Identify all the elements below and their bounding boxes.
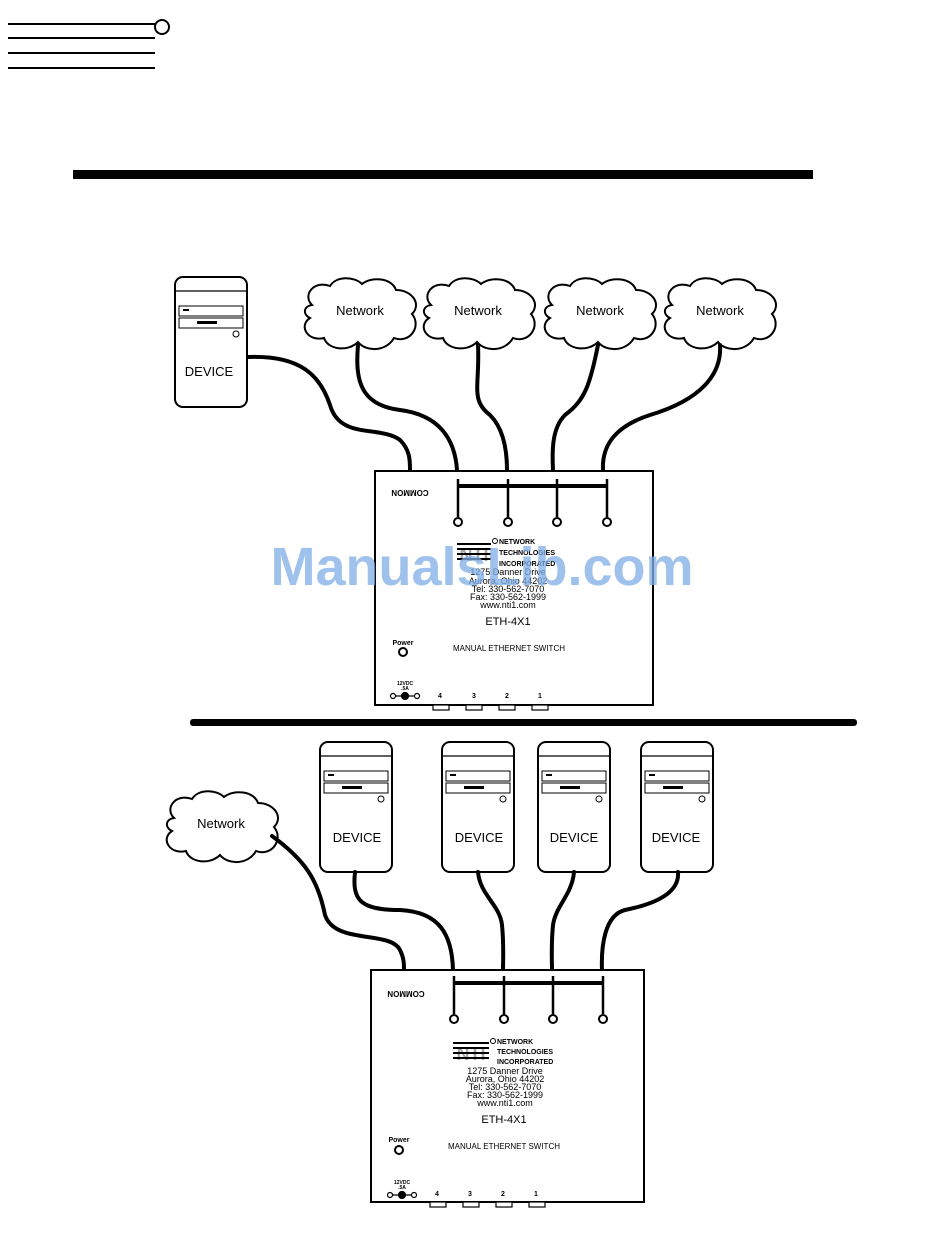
network-cloud: Network	[303, 277, 417, 350]
product-label: MANUAL ETHERNET SWITCH	[453, 644, 565, 653]
product-label: MANUAL ETHERNET SWITCH	[448, 1142, 560, 1151]
port-number: 4	[435, 1191, 439, 1198]
nti-logo: NTI	[457, 538, 498, 565]
power-label: Power	[392, 640, 413, 647]
company-name-line3: INCORPORATED	[497, 1059, 553, 1066]
dc-label-2: .5A	[398, 1185, 406, 1191]
port-number: 4	[438, 693, 442, 700]
watermark-text: ManualsLib.com	[270, 537, 693, 597]
middle-rule	[190, 719, 857, 726]
network-label: Network	[336, 303, 384, 318]
cable	[550, 343, 600, 472]
bottom-scenario: Network DEVICE DEVICE	[165, 741, 714, 1208]
address-line: www.nti1.com	[476, 1098, 533, 1108]
network-cloud: Network	[543, 277, 657, 350]
dc-jack	[386, 1190, 418, 1200]
eth-switch: COMMON NTI NETWORK TECHNOLOGIES INCOR	[374, 470, 654, 711]
network-label: Network	[454, 303, 502, 318]
company-name-line1: NETWORK	[497, 1039, 533, 1046]
cables	[270, 834, 681, 972]
address-line: Fax: 330-562-1999	[467, 1090, 543, 1100]
device-tower: DEVICE	[441, 741, 515, 873]
company-name-line2: TECHNOLOGIES	[499, 550, 555, 557]
device-tower: DEVICE	[174, 276, 248, 408]
common-label: COMMON	[391, 488, 429, 497]
power-led	[394, 1145, 404, 1155]
device-label: DEVICE	[652, 830, 701, 845]
network-cloud: Network	[165, 790, 279, 863]
address-line: Aurora, Ohio 44202	[469, 576, 548, 586]
device-tower: DEVICE	[319, 741, 393, 873]
company-name-line2: TECHNOLOGIES	[497, 1049, 553, 1056]
address-line: Tel: 330-562-7070	[469, 1082, 542, 1092]
logo-text: NTI	[460, 545, 489, 565]
cable	[476, 870, 506, 972]
port-number: 1	[534, 1191, 538, 1198]
cable	[270, 834, 406, 972]
network-label: Network	[197, 816, 245, 831]
company-name-line3: INCORPORATED	[499, 561, 555, 568]
logo-text: NTI	[457, 1044, 486, 1064]
cable	[355, 343, 459, 472]
address-line: 1275 Danner Drive	[467, 1066, 543, 1076]
power-label: Power	[388, 1137, 409, 1144]
dc-label-2: .5A	[401, 686, 409, 692]
port-number: 1	[538, 693, 542, 700]
nti-logo: NTI	[453, 1038, 496, 1064]
device-tower: DEVICE	[537, 741, 611, 873]
network-label: Network	[576, 303, 624, 318]
cable	[246, 354, 412, 472]
network-cloud: Network	[663, 277, 777, 350]
cables	[246, 343, 723, 472]
model-label: ETH-4X1	[485, 616, 530, 628]
header-logo-mark	[8, 19, 170, 69]
cable	[475, 343, 509, 472]
top-rule	[73, 170, 813, 179]
eth-switch: COMMON NTI NETWORK TECHNOLOGIES INCORPOR…	[370, 969, 645, 1208]
address-line: Tel: 330-562-7070	[472, 584, 545, 594]
address-line: Fax: 330-562-1999	[470, 592, 546, 602]
device-tower: DEVICE	[640, 741, 714, 873]
cable	[549, 870, 576, 972]
device-label: DEVICE	[455, 830, 504, 845]
dc-label-1: 12VDC	[397, 681, 414, 687]
port-number: 3	[468, 1191, 472, 1198]
device-label: DEVICE	[333, 830, 382, 845]
dc-label-1: 12VDC	[394, 1180, 411, 1186]
address-line: Aurora, Ohio 44202	[466, 1074, 545, 1084]
port-number: 3	[472, 693, 476, 700]
common-label: COMMON	[387, 989, 425, 998]
cable	[352, 870, 455, 972]
network-label: Network	[696, 303, 744, 318]
address-line: www.nti1.com	[479, 600, 536, 610]
address-line: 1275 Danner Drive	[470, 567, 546, 577]
cable	[600, 343, 723, 472]
network-cloud: Network	[422, 277, 536, 350]
power-led	[398, 647, 408, 657]
device-label: DEVICE	[550, 830, 599, 845]
port-number: 2	[505, 693, 509, 700]
ethernet-ports	[432, 704, 549, 711]
top-scenario: DEVICE Network Network Network Network	[174, 276, 777, 711]
model-label: ETH-4X1	[481, 1114, 526, 1126]
cable	[599, 870, 681, 972]
dc-jack	[389, 691, 421, 701]
ethernet-ports	[429, 1201, 546, 1208]
port-number: 2	[501, 1191, 505, 1198]
device-label: DEVICE	[185, 364, 234, 379]
company-name-line1: NETWORK	[499, 539, 535, 546]
